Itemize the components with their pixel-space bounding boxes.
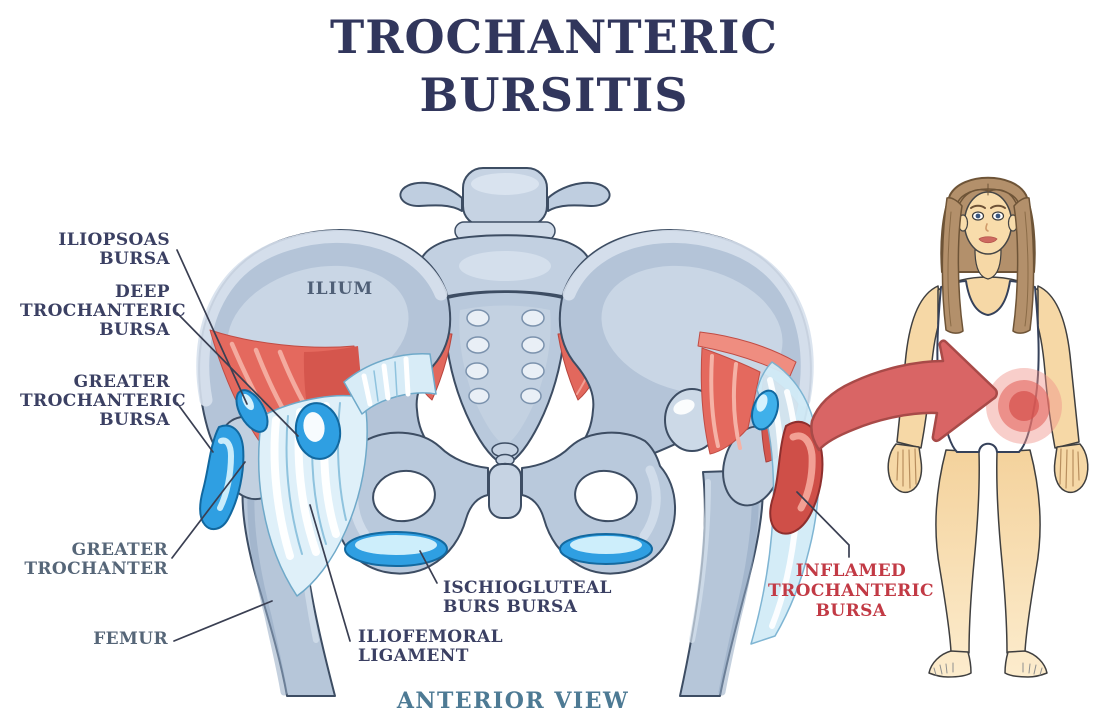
label-ischiogluteal-bursa: ISCHIOGLUTEAL BURS BURSA: [443, 578, 612, 617]
leader-line-ischiogluteal: [419, 550, 438, 584]
pelvis-illustration: [196, 167, 824, 697]
right-femur-highlight: [689, 479, 711, 643]
anterior-view-caption: ANTERIOR VIEW: [396, 688, 630, 714]
label-inflamed-trochanteric-bursa: INFLAMED TROCHANTERIC BURSA: [768, 561, 934, 621]
label-greater-trochanter: GREATER TROCHANTER: [24, 540, 168, 579]
legs: [928, 449, 1048, 678]
lips: [978, 236, 998, 244]
lumbar-vertebra: [399, 167, 611, 299]
face: [963, 191, 1013, 255]
neck: [974, 249, 1002, 280]
left-hand: [887, 443, 923, 494]
right-arm: [1034, 285, 1080, 449]
greater-trochanteric-bursa-shape: [199, 424, 245, 531]
pubic-symphysis: [488, 463, 522, 519]
face-features: [970, 204, 1006, 244]
leader-lines: [171, 249, 850, 642]
right-leg: [995, 449, 1041, 654]
pain-glow: [986, 368, 1062, 444]
right-obturator-foramen: [574, 469, 638, 523]
eyebrows: [970, 204, 1006, 209]
label-iliofemoral-ligament: ILIOFEMORAL LIGAMENT: [358, 627, 503, 666]
sacral-foramina: [465, 309, 545, 405]
leader-line-greater-trochanter: [171, 461, 246, 559]
label-femur: FEMUR: [93, 629, 168, 649]
leader-line-inflamed: [796, 491, 850, 558]
left-leg: [935, 449, 981, 654]
label-deep-trochanteric-bursa: DEEP TROCHANTERIC BURSA: [20, 282, 186, 340]
left-femur-shade: [247, 476, 288, 696]
right-foot: [1004, 650, 1048, 678]
nose: [985, 223, 989, 232]
label-ilium: ILIUM: [306, 279, 374, 299]
left-obturator-foramen: [372, 469, 436, 523]
leader-line-iliopsoas: [176, 249, 248, 405]
ischiogluteal-bursae: [344, 531, 653, 567]
hair-front: [941, 183, 1035, 334]
label-greater-trochanteric-bursa: GREATER TROCHANTERIC BURSA: [20, 372, 186, 430]
iliofemoral-ligament-fibers: [257, 353, 437, 597]
right-femur-shade: [718, 480, 759, 696]
sacrum-bone: [444, 291, 566, 482]
right-hand: [1053, 443, 1089, 494]
hand-finger-lines: [896, 448, 1080, 489]
leader-line-femur: [173, 600, 273, 642]
page-title: TROCHANTERIC BURSITIS: [330, 10, 778, 122]
leader-line-iliofemoral: [309, 504, 351, 642]
pain-arrow-icon: [810, 339, 998, 452]
label-iliopsoas-bursa: ILIOPSOAS BURSA: [58, 230, 170, 269]
leader-line-deep-trochanteric: [176, 312, 299, 437]
leader-line-greater-trochanteric-bursa: [176, 402, 214, 453]
right-small-bursa-shape: [751, 389, 779, 431]
toe-lines: [933, 662, 1043, 676]
left-foot: [928, 650, 972, 678]
deep-trochanteric-bursa-shape: [294, 402, 342, 460]
